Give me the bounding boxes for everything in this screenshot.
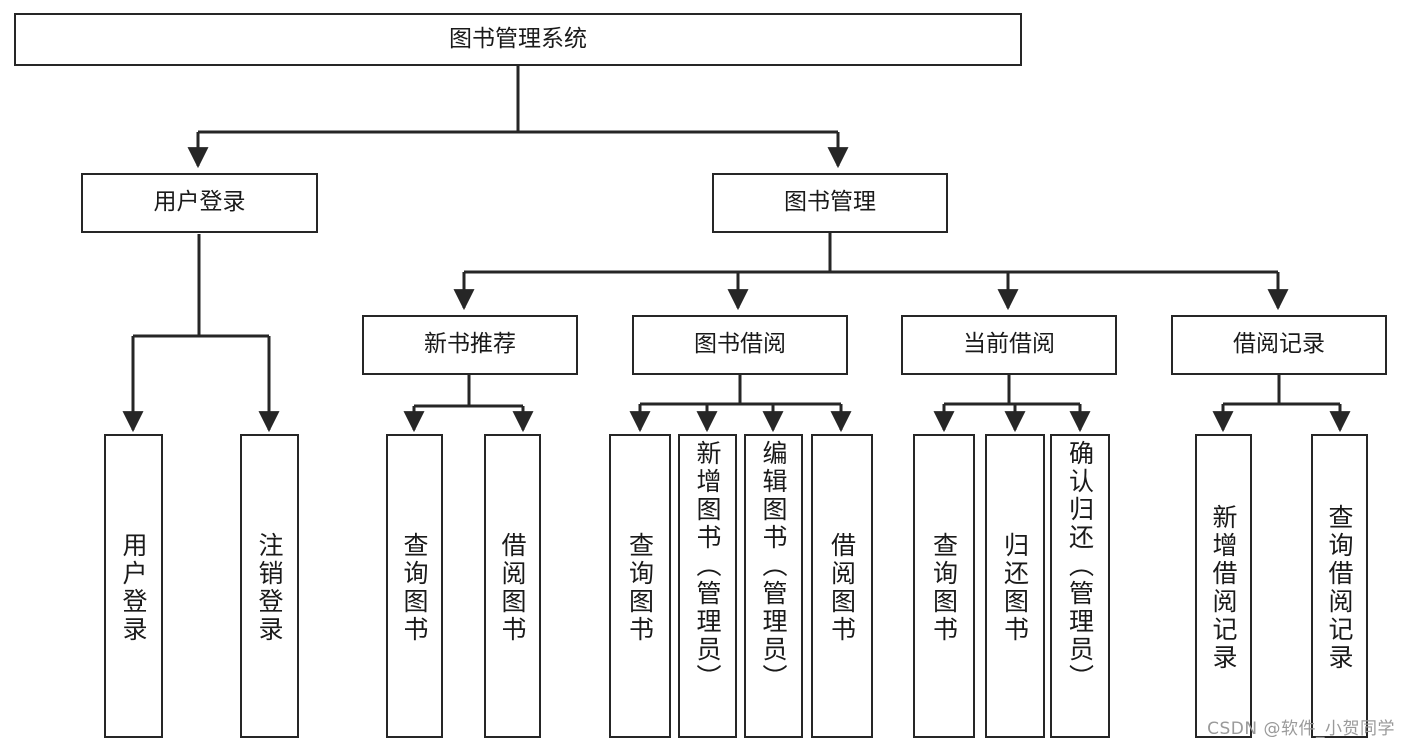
node-label: 查询图书: [400, 532, 429, 644]
node-library-management-system[interactable]: 图书管理系统: [14, 13, 1022, 66]
node-leaf-return-book[interactable]: 归还图书: [985, 434, 1045, 738]
node-label: 借阅记录: [1233, 331, 1325, 358]
node-user-login[interactable]: 用户登录: [81, 173, 318, 233]
node-leaf-logout-login[interactable]: 注销登录: [240, 434, 299, 738]
node-label: 当前借阅: [963, 331, 1055, 358]
node-label: 查询借阅记录: [1325, 504, 1354, 672]
node-label: 归还图书: [1000, 532, 1030, 644]
node-label: 查询图书: [929, 532, 959, 644]
node-label: 注销登录: [255, 532, 284, 644]
node-label: 新书推荐: [424, 331, 516, 358]
node-leaf-borrow-book-2[interactable]: 借阅图书: [811, 434, 873, 738]
node-label: 新增图书（管理员）: [693, 440, 722, 692]
node-leaf-query-book-2[interactable]: 查询图书: [609, 434, 671, 738]
node-borrow-record[interactable]: 借阅记录: [1171, 315, 1387, 375]
node-leaf-confirm-return[interactable]: 确认归还（管理员）: [1050, 434, 1110, 738]
node-leaf-query-borrow-record[interactable]: 查询借阅记录: [1311, 434, 1368, 738]
node-leaf-edit-book[interactable]: 编辑图书（管理员）: [744, 434, 803, 738]
node-label: 图书借阅: [694, 331, 786, 358]
node-leaf-borrow-book-1[interactable]: 借阅图书: [484, 434, 541, 738]
node-book-management[interactable]: 图书管理: [712, 173, 948, 233]
node-leaf-query-book-3[interactable]: 查询图书: [913, 434, 975, 738]
node-book-borrow[interactable]: 图书借阅: [632, 315, 848, 375]
node-label: 查询图书: [625, 532, 655, 644]
node-label: 新增借阅记录: [1209, 504, 1238, 672]
node-leaf-user-login[interactable]: 用户登录: [104, 434, 163, 738]
node-current-borrow[interactable]: 当前借阅: [901, 315, 1117, 375]
node-label: 用户登录: [153, 189, 246, 216]
node-label: 用户登录: [119, 532, 148, 644]
node-leaf-add-book[interactable]: 新增图书（管理员）: [678, 434, 737, 738]
node-label: 借阅图书: [827, 532, 857, 644]
node-leaf-query-book-1[interactable]: 查询图书: [386, 434, 443, 738]
node-label: 确认归还（管理员）: [1065, 440, 1095, 692]
node-leaf-add-borrow-record[interactable]: 新增借阅记录: [1195, 434, 1252, 738]
node-label: 编辑图书（管理员）: [759, 440, 788, 692]
node-label: 借阅图书: [498, 532, 527, 644]
node-label: 图书管理: [784, 189, 876, 216]
node-label: 图书管理系统: [449, 25, 587, 52]
node-new-book-recommend[interactable]: 新书推荐: [362, 315, 578, 375]
